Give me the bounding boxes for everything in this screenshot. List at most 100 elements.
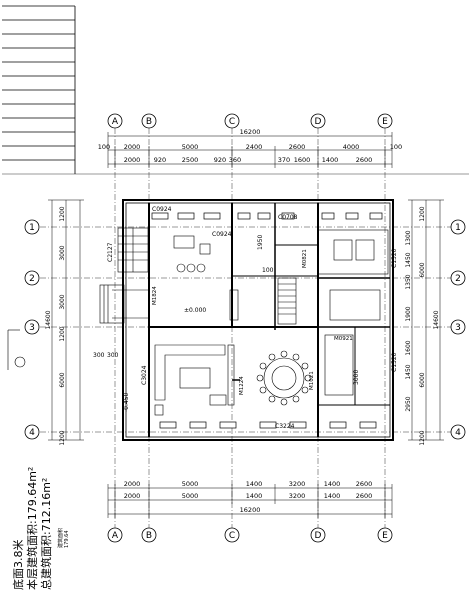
misc-3000: 3000 — [353, 370, 360, 385]
axis-label-4-right: 4 — [455, 428, 461, 438]
left-dim-6: 1200 — [59, 430, 66, 445]
right-dim-1: 1200 — [419, 206, 426, 221]
side-annotation: 底面3.8米 本层建筑面积:179.64m² 总建筑面积:712.16m² — [4, 360, 64, 590]
kitchen-furniture — [173, 229, 389, 396]
misc-100: 100 — [262, 267, 274, 274]
bottom-dim-4: 3200 — [289, 480, 306, 488]
top-dim2-3: 2500 — [182, 156, 199, 164]
top-dim2-6: 370 — [278, 156, 290, 164]
right-dim-3: 6000 — [419, 372, 426, 387]
left-dim-4: 1200 — [59, 326, 66, 341]
window-labels: C0924 C0924 C2127 C3024 C3224 C1520 C152… — [107, 206, 398, 430]
axis-label-c-bottom: C — [229, 531, 235, 541]
right-inner-7: 2950 — [405, 396, 412, 411]
top-dim-5: 2600 — [289, 143, 306, 151]
axis-label-4-left: 4 — [29, 428, 35, 438]
right-inner-3: 1350 — [405, 274, 412, 289]
top-dim-1: 100 — [98, 143, 110, 151]
right-inner-4: 1900 — [405, 306, 412, 321]
right-inner-5: 1600 — [405, 340, 412, 355]
door-label-1: M1824 — [152, 286, 158, 305]
axis-label-2-left: 2 — [29, 274, 35, 284]
axis-label-d-bottom: D — [315, 531, 322, 541]
top-dim-7: 100 — [390, 143, 402, 151]
axis-labels-bottom: A B C D E — [112, 531, 388, 541]
right-inner-1: 1300 — [405, 230, 412, 245]
top-dim-2: 2000 — [124, 143, 141, 151]
axis-label-3-left: 3 — [29, 323, 35, 333]
stair-center — [277, 277, 297, 325]
living-room-furniture — [154, 344, 235, 416]
dining-table — [256, 350, 312, 406]
window-label-7: C1520 — [391, 352, 398, 372]
axis-bubbles-left — [24, 219, 40, 440]
window-marks — [151, 212, 383, 429]
bottom-dimension-lines — [107, 484, 393, 518]
left-dim-5: 6000 — [59, 372, 66, 387]
top-dim2-7: 1600 — [294, 156, 311, 164]
elevation-000: ±0.000 — [184, 307, 206, 314]
left-dim-3: 3000 — [59, 294, 66, 309]
small-area-note: 建筑面积 179.64 — [58, 528, 70, 548]
bottom-dim2-5: 1400 — [324, 492, 341, 500]
left-dim-2: 3000 — [59, 245, 66, 260]
axis-label-d-top: D — [315, 117, 322, 127]
misc-300-b: 300 — [107, 352, 119, 359]
top-dim2-5: 360 — [229, 156, 241, 164]
bottom-dim-2: 5000 — [182, 480, 199, 488]
right-inner-6: 1450 — [405, 364, 412, 379]
axis-label-c-top: C — [229, 117, 235, 127]
right-dimension-lines — [408, 199, 444, 441]
window-label-3: C2127 — [107, 242, 114, 262]
right-dim-4: 1200 — [419, 430, 426, 445]
axis-label-a-bottom: A — [112, 531, 119, 541]
door-label-2: M1224 — [239, 376, 245, 395]
window-label-1: C0924 — [152, 206, 172, 213]
window-label-6: C1520 — [391, 248, 398, 268]
axis-bubbles-top — [107, 113, 393, 129]
top-total-dim: 16200 — [240, 128, 261, 136]
window-label-8: C0708 — [278, 214, 298, 221]
entrance-steps — [99, 284, 148, 324]
misc-300-a: 300 — [93, 352, 105, 359]
bottom-dim2-1: 2000 — [124, 492, 141, 500]
axis-label-2-right: 2 — [455, 274, 461, 284]
floor-height-text: 底面3.8米 — [12, 539, 25, 591]
top-dimension-lines — [107, 132, 393, 168]
axis-bubbles-bottom — [107, 527, 393, 543]
axis-label-a-top: A — [112, 117, 119, 127]
axis-label-e-bottom: E — [382, 531, 388, 541]
bottom-dim-6: 2600 — [356, 480, 373, 488]
top-dim-6: 4000 — [343, 143, 360, 151]
elevation-neg-450: -0.450 — [123, 392, 130, 412]
top-dim-3: 5000 — [182, 143, 199, 151]
bottom-dim-5: 1400 — [324, 480, 341, 488]
top-dimension-text: 16200 100 2000 5000 2400 2600 4000 100 2… — [98, 128, 402, 164]
top-dim-4: 2400 — [246, 143, 263, 151]
elevation-marker — [7, 329, 26, 370]
title-block-lines — [2, 5, 469, 175]
window-label-2: C0924 — [212, 231, 232, 238]
bottom-dimension-text: 2000 5000 1400 3200 1400 2600 2000 5000 … — [124, 480, 373, 514]
door-label-3: M0821 — [302, 249, 308, 268]
small-area-value: 179.64 — [64, 530, 70, 549]
building-walls — [122, 199, 394, 441]
stair-left — [117, 227, 149, 273]
left-dim-1: 1200 — [59, 206, 66, 221]
misc-labels: ±0.000 -0.450 100 300 300 1950 3000 — [93, 235, 360, 412]
left-total-dim: 14600 — [45, 310, 52, 329]
door-label-4: M0921 — [334, 336, 353, 342]
floor-area-text: 本层建筑面积:179.64m² — [26, 466, 39, 590]
top-dim2-2: 920 — [154, 156, 166, 164]
axis-bubbles-right — [450, 219, 466, 440]
misc-1950: 1950 — [257, 235, 264, 250]
side-annotation-text: 底面3.8米 本层建筑面积:179.64m² 总建筑面积:712.16m² — [12, 467, 54, 590]
bottom-dim2-4: 3200 — [289, 492, 306, 500]
bottom-total-dim: 16200 — [240, 506, 261, 514]
axis-label-1-right: 1 — [455, 223, 461, 233]
right-total-dim: 14600 — [433, 310, 440, 329]
left-dimension-lines — [48, 199, 84, 441]
right-inner-2: 1450 — [405, 252, 412, 267]
bottom-dim-3: 1400 — [246, 480, 263, 488]
